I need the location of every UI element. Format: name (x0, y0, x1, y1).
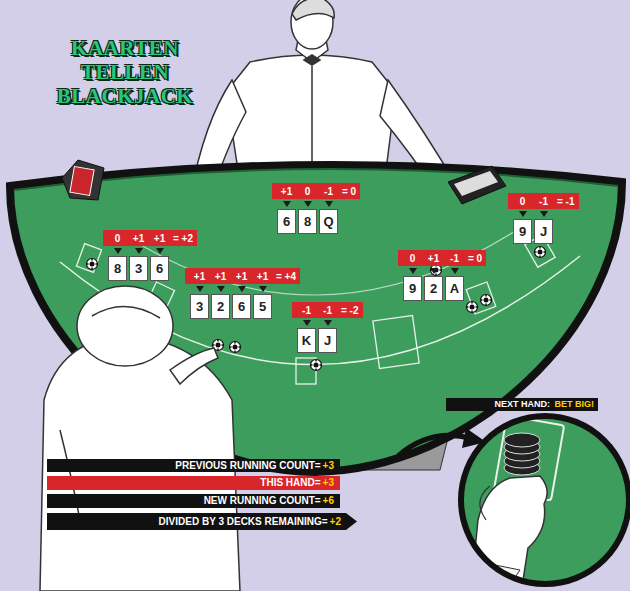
playing-card: 3 (129, 256, 148, 281)
count-value: +1 (189, 271, 210, 282)
count-value: +1 (423, 253, 444, 264)
count-bar: 0+1-1= 0 (398, 250, 486, 266)
discard-tray (62, 160, 104, 200)
count-result: = -2 (338, 305, 359, 316)
card-rank: 2 (217, 299, 224, 314)
playing-card: J (534, 219, 553, 244)
playing-card: 9 (513, 219, 532, 244)
count-bar: +1+1+1+1= +4 (185, 268, 300, 284)
count-value: 0 (402, 253, 423, 264)
count-value: +1 (231, 271, 252, 282)
playing-card: 2 (424, 276, 443, 301)
count-bar: +10-1= 0 (272, 183, 360, 199)
banner-text: NEXT HAND: (494, 399, 550, 409)
count-caption: DIVIDED BY 3 DECKS REMAINING= (159, 516, 328, 527)
card-rank: 8 (304, 214, 311, 229)
count-caption: THIS HAND= (260, 477, 320, 488)
next-hand-banner: NEXT HAND: BET BIG! (446, 398, 598, 411)
count-value: -1 (444, 253, 465, 264)
card-rank: 5 (259, 299, 266, 314)
count-value: +1 (128, 233, 149, 244)
count-number: +3 (321, 460, 334, 471)
playing-card: J (318, 328, 337, 353)
card-rank: 9 (409, 281, 416, 296)
playing-card: 9 (403, 276, 422, 301)
count-result: = +4 (273, 271, 296, 282)
count-value: +1 (149, 233, 170, 244)
count-summary-bar: NEW RUNNING COUNT=+6 (47, 494, 340, 508)
count-value: -1 (317, 305, 338, 316)
playing-card: A (445, 276, 464, 301)
playing-card: 2 (211, 294, 230, 319)
card-rank: 8 (114, 261, 121, 276)
count-bar: 0+1+1= +2 (103, 230, 197, 246)
card-rank: 6 (156, 261, 163, 276)
card-rank: K (302, 333, 311, 348)
count-summary-bar: THIS HAND=+3 (47, 476, 340, 490)
count-result: = 0 (339, 186, 356, 197)
card-shoe (448, 166, 506, 204)
count-result: = -1 (554, 196, 575, 207)
count-number: +6 (321, 495, 334, 506)
magnifier (400, 416, 629, 591)
count-caption: PREVIOUS RUNNING COUNT= (175, 460, 320, 471)
card-rank: A (450, 281, 459, 296)
banner-text: BET BIG! (553, 399, 595, 409)
playing-card: 6 (232, 294, 251, 319)
count-value: +1 (276, 186, 297, 197)
diagram-title: KAARTEN TELLEN BLACKJACK (48, 36, 202, 108)
count-bar: 0-1= -1 (508, 193, 579, 209)
count-number: +3 (321, 477, 334, 488)
count-bar: -1-1= -2 (292, 302, 363, 318)
card-rank: 6 (283, 214, 290, 229)
count-value: +1 (210, 271, 231, 282)
playing-card: 6 (277, 209, 296, 234)
card-rank: 9 (519, 224, 526, 239)
playing-card: 8 (298, 209, 317, 234)
card-rank: 3 (196, 299, 203, 314)
count-value: +1 (252, 271, 273, 282)
count-value: 0 (297, 186, 318, 197)
count-value: 0 (107, 233, 128, 244)
card-rank: 6 (238, 299, 245, 314)
count-caption: NEW RUNNING COUNT= (204, 495, 321, 506)
count-number: +2 (328, 516, 341, 527)
card-rank: J (324, 333, 331, 348)
count-value: -1 (296, 305, 317, 316)
count-summary-bar: DIVIDED BY 3 DECKS REMAINING=+2 (47, 513, 357, 530)
card-rank: 2 (430, 281, 437, 296)
playing-card: 3 (190, 294, 209, 319)
bet-spots (76, 235, 555, 384)
playing-card: Q (319, 209, 338, 234)
card-rank: 3 (135, 261, 142, 276)
count-result: = 0 (465, 253, 482, 264)
playing-card: 5 (253, 294, 272, 319)
player-figure (40, 286, 240, 591)
playing-card: K (297, 328, 316, 353)
playing-card: 8 (108, 256, 127, 281)
count-value: 0 (512, 196, 533, 207)
count-summary-bar: PREVIOUS RUNNING COUNT=+3 (47, 459, 340, 472)
card-rank: J (540, 224, 547, 239)
playing-card: 6 (150, 256, 169, 281)
card-rank: Q (323, 214, 333, 229)
count-result: = +2 (170, 233, 193, 244)
count-value: -1 (533, 196, 554, 207)
count-value: -1 (318, 186, 339, 197)
